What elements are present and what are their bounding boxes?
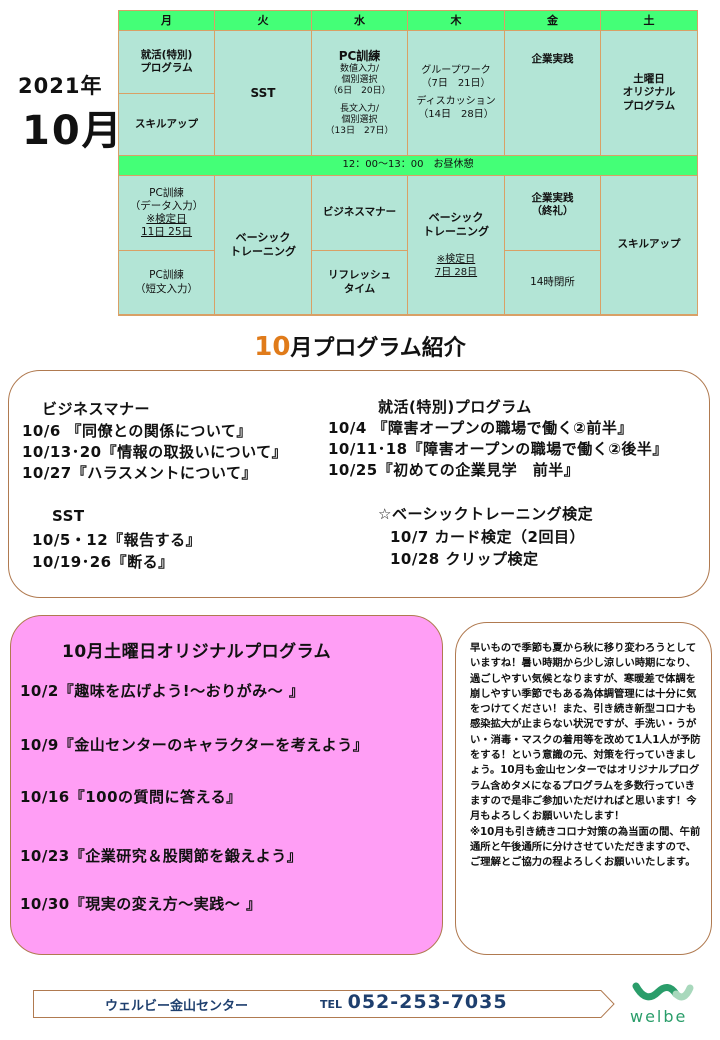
am-wed: PC訓練 数値入力/個別選択（6日 20日） 長文入力/個別選択（13日 27日…	[312, 31, 408, 156]
welbe-logo-icon	[632, 982, 694, 1001]
business-manner-title: ビジネスマナー	[42, 400, 151, 418]
business-item: 10/13･20『情報の取扱いについて』	[22, 443, 288, 461]
footer-arrow-frame	[33, 990, 615, 1018]
center-name: ウェルビー金山センター	[105, 999, 249, 1014]
am-thu: グループワーク（7日 21日）ディスカッション（14日 28日）	[408, 31, 505, 156]
pm-mon-bottom: PC訓練（短文入力）	[119, 251, 215, 315]
business-item: 10/27『ハラスメントについて』	[22, 464, 257, 482]
weekly-schedule-table: 月 火 水 木 金 土 就活(特別)プログラム スキルアップ SST PC訓練 …	[118, 10, 698, 316]
basic-item: 10/28 クリップ検定	[390, 550, 539, 568]
basic-item: 10/7 カード検定（2回目）	[390, 528, 585, 546]
year: 2021年	[18, 74, 103, 98]
am-mon-bottom: スキルアップ	[119, 94, 215, 156]
day-tue: 火	[215, 11, 312, 31]
pm-tue: ベーシックトレーニング	[215, 176, 312, 315]
saturday-item: 10/23『企業研究＆股関節を鍛えよう』	[20, 847, 303, 865]
sst-title: SST	[52, 507, 85, 525]
program-intro-title: 10月プログラム紹介	[254, 332, 466, 362]
saturday-program-box	[10, 615, 443, 955]
shukatsu-title: 就活(特別)プログラム	[378, 398, 532, 416]
pm-wed-bottom: リフレッシュタイム	[312, 251, 408, 315]
pm-wed-top: ビジネスマナー	[312, 176, 408, 251]
day-fri: 金	[505, 11, 601, 31]
sst-item: 10/5・12『報告する』	[32, 531, 202, 549]
pm-sat: スキルアップ	[601, 176, 697, 315]
message-box: 早いもので季節も夏から秋に移り変わろうとしていますね！暑い時期から少し涼しい時期…	[455, 622, 712, 955]
pm-fri-top: 企業実践（終礼）	[505, 176, 601, 251]
am-fri: 企業実践	[505, 31, 601, 156]
saturday-item: 10/16『100の質問に答える』	[20, 788, 242, 806]
program-intro-box	[8, 370, 710, 598]
lunch-break: 12：00〜13：00 お昼休憩	[119, 156, 697, 176]
day-thu: 木	[408, 11, 505, 31]
month: 10月	[22, 108, 124, 154]
sst-item: 10/19･26『断る』	[32, 553, 174, 571]
am-sat: 土曜日オリジナルプログラム	[601, 31, 697, 156]
basic-training-title: ☆ベーシックトレーニング検定	[378, 505, 594, 523]
welbe-logo-text: welbe	[630, 1007, 688, 1026]
saturday-item: 10/9『金山センターのキャラクターを考えよう』	[20, 736, 369, 754]
day-sat: 土	[601, 11, 697, 31]
saturday-item: 10/30『現実の変え方〜実践〜 』	[20, 895, 262, 913]
day-mon: 月	[119, 11, 215, 31]
shukatsu-item: 10/4 『障害オープンの職場で働く②前半』	[328, 419, 633, 437]
business-item: 10/6 『同僚との関係について』	[22, 422, 252, 440]
phone-number: TEL 052-253-7035	[320, 991, 508, 1013]
shukatsu-item: 10/11･18『障害オープンの職場で働く②後半』	[328, 440, 668, 458]
saturday-title: 10月土曜日オリジナルプログラム	[62, 642, 332, 662]
am-mon-top: 就活(特別)プログラム	[119, 31, 215, 94]
saturday-item: 10/2『趣味を広げよう!〜おりがみ〜 』	[20, 682, 305, 700]
message-text: 早いもので季節も夏から秋に移り変わろうとしていますね！暑い時期から少し涼しい時期…	[470, 642, 701, 869]
am-tue: SST	[215, 31, 312, 156]
shukatsu-item: 10/25『初めての企業見学 前半』	[328, 461, 580, 479]
pm-fri-bottom: 14時閉所	[505, 251, 601, 315]
day-wed: 水	[312, 11, 408, 31]
